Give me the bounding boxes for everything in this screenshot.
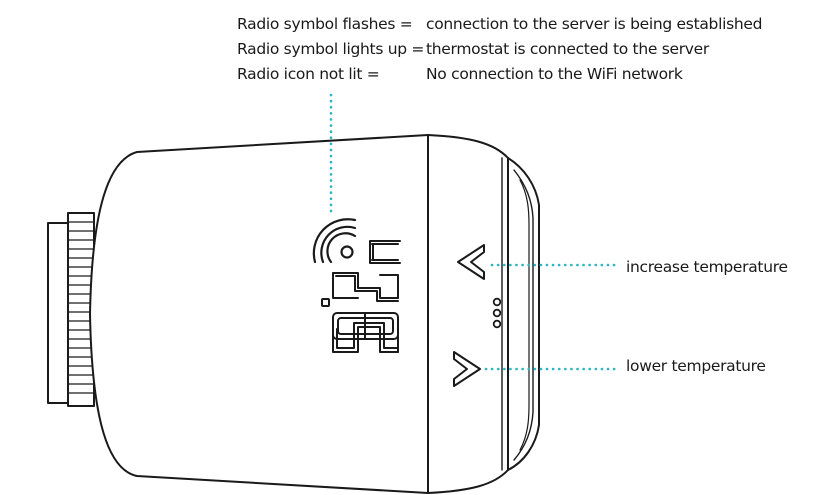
radio-icon (312, 218, 357, 264)
mounting-nut (47, 212, 95, 407)
thermostat-cap (427, 134, 509, 494)
legend-description: thermostat is connected to the server (426, 40, 709, 58)
legend-description: No connection to the WiFi network (426, 65, 683, 83)
thermostat-body (89, 134, 429, 494)
legend-term: Radio symbol flashes = (237, 15, 413, 33)
legend-description: connection to the server is being establ… (426, 15, 763, 33)
down-arrow-icon[interactable] (453, 351, 481, 387)
up-arrow-icon[interactable] (457, 244, 485, 280)
lower-temperature-label: lower temperature (626, 357, 766, 375)
menu-dots-icon[interactable] (492, 297, 502, 329)
cap-ring (507, 157, 540, 471)
legend-term: Radio symbol lights up = (237, 40, 425, 58)
increase-temperature-label: increase temperature (626, 258, 788, 276)
temperature-display (321, 240, 401, 353)
legend-term: Radio icon not lit = (237, 65, 380, 83)
